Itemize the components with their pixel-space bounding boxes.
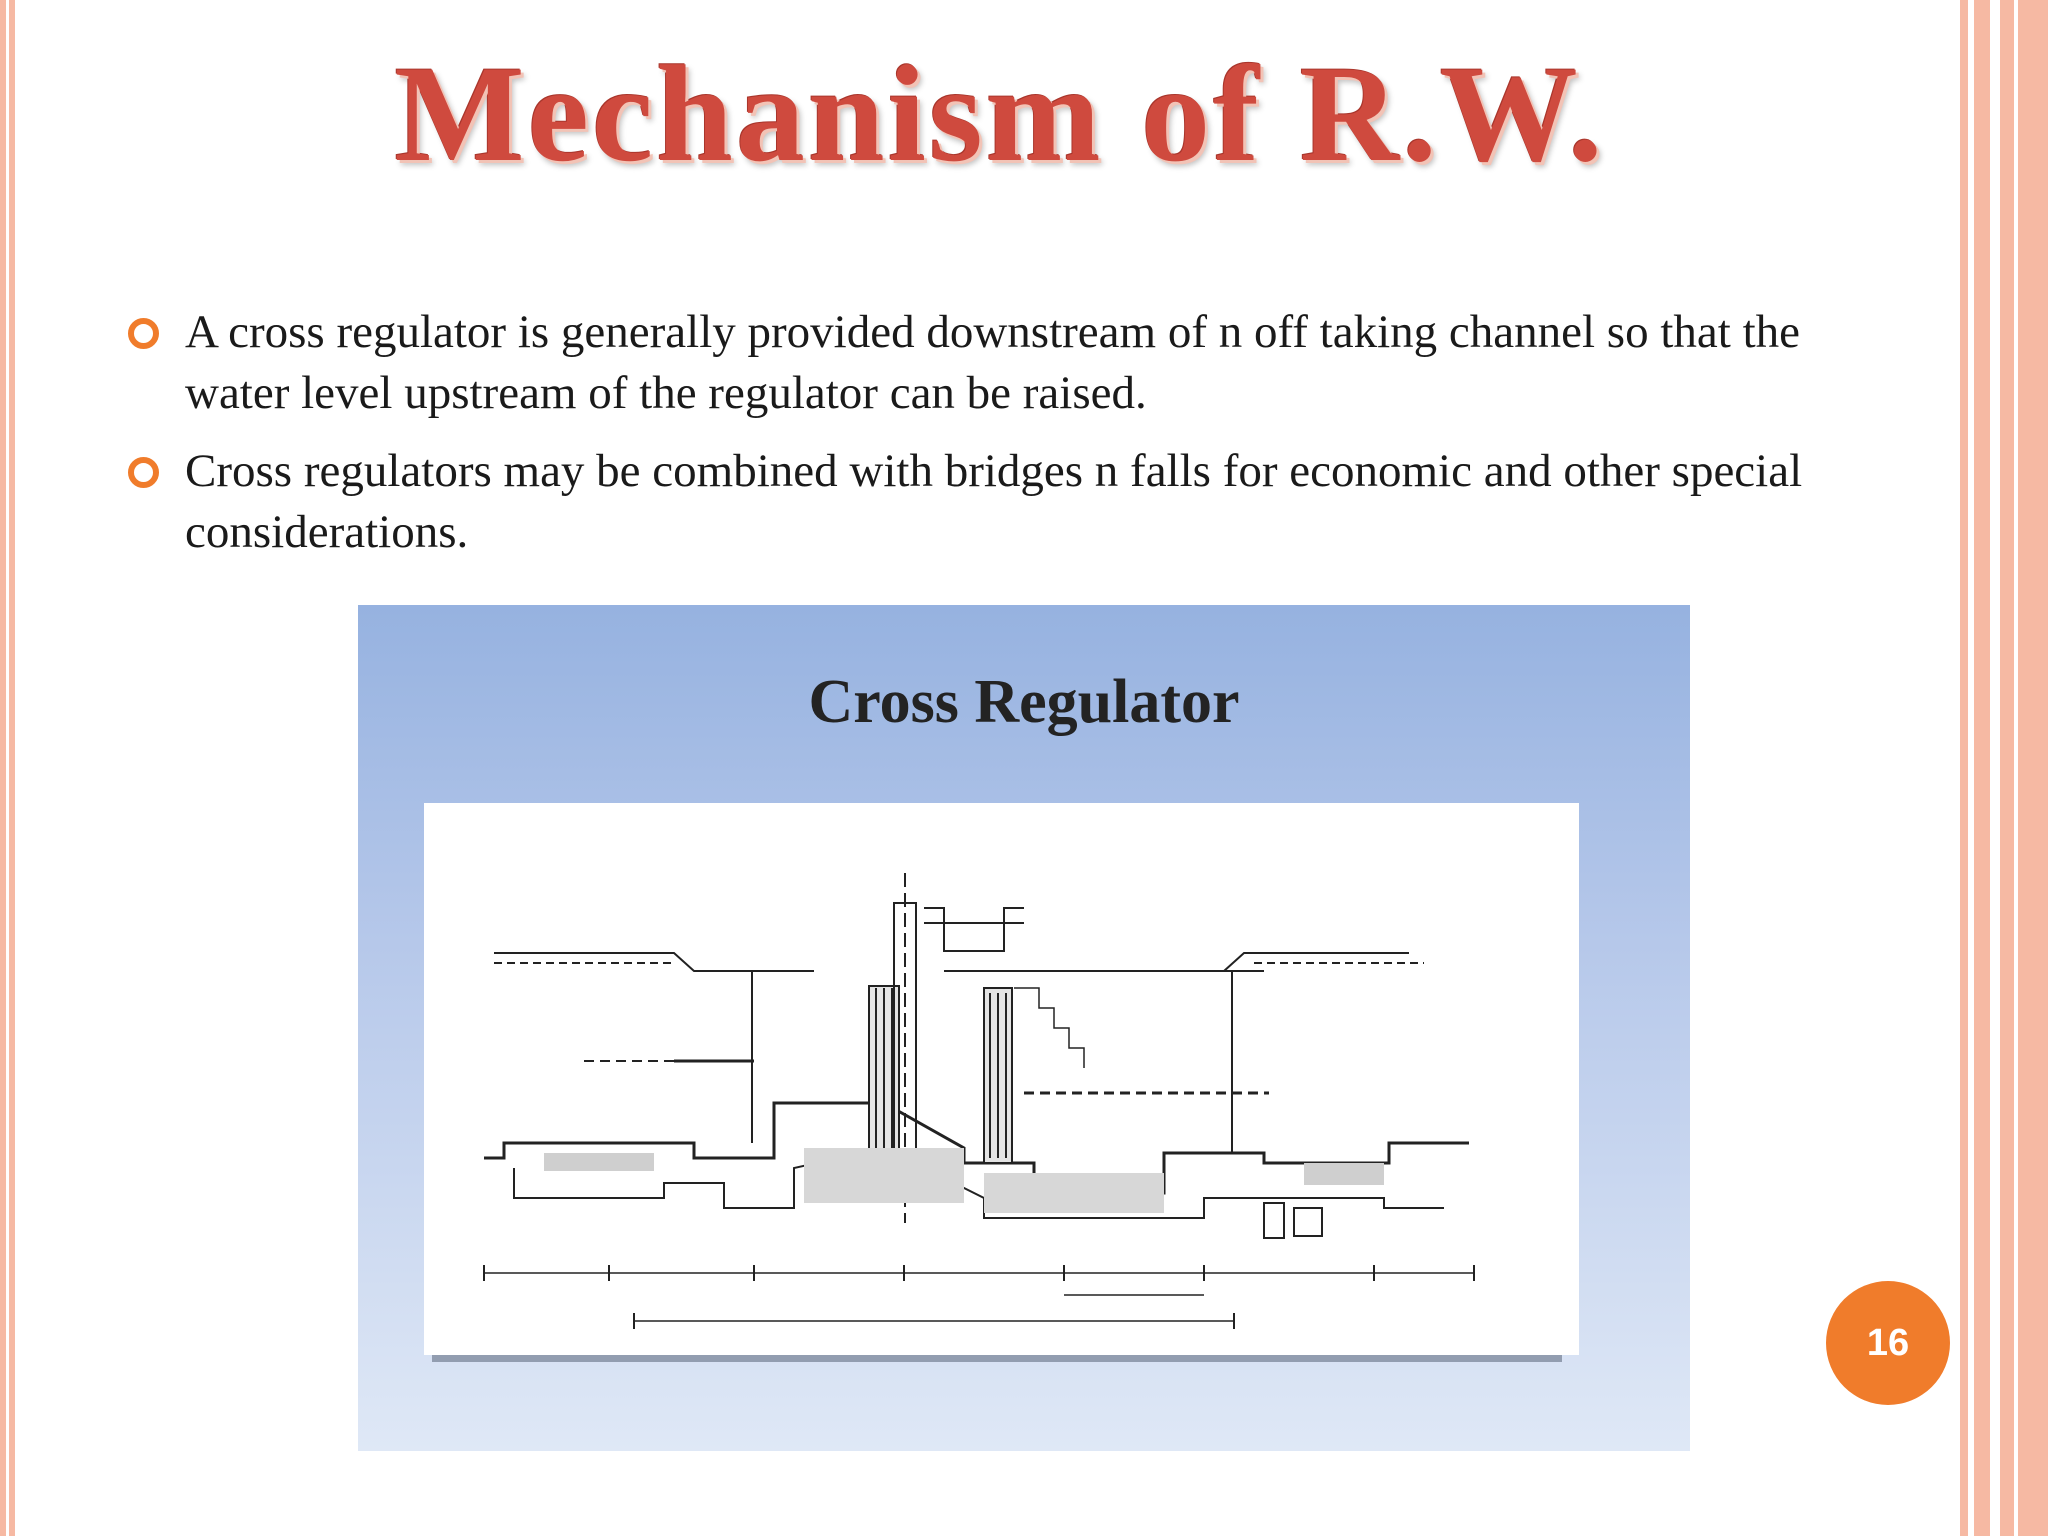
bullet-text: Cross regulators may be combined with br…: [185, 445, 1803, 558]
page-number-badge: 16: [1826, 1281, 1950, 1405]
cross-regulator-drawing: [424, 803, 1579, 1355]
bullet-text: A cross regulator is generally provided …: [185, 306, 1800, 419]
bullet-list: A cross regulator is generally provided …: [128, 302, 1828, 580]
bullet-ring-icon: [128, 318, 159, 349]
figure-title: Cross Regulator: [808, 668, 1240, 736]
section-drawing-graphic: [483, 873, 1475, 1329]
bullet-item: Cross regulators may be combined with br…: [128, 441, 1828, 563]
right-decorative-border: [1960, 0, 2048, 1536]
left-decorative-border: [0, 0, 15, 1536]
bullet-item: A cross regulator is generally provided …: [128, 302, 1828, 424]
slide-title: Mechanism of R.W.: [394, 37, 1606, 190]
bullet-ring-icon: [128, 457, 159, 488]
